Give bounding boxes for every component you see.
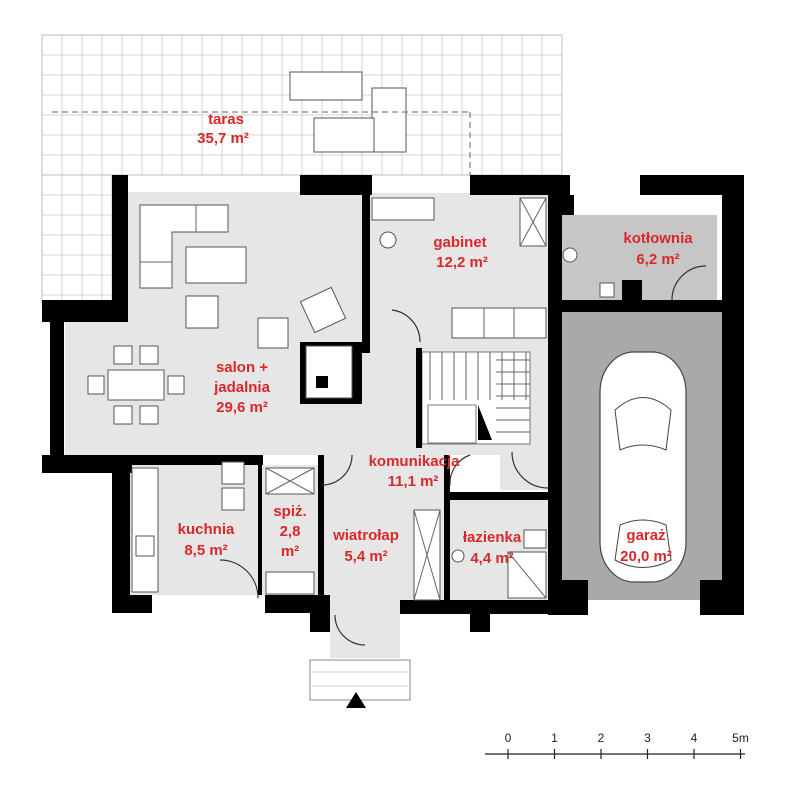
lazienka-name: łazienka [463,529,522,546]
car [599,351,687,583]
office-sofa [451,307,547,339]
terrace [41,34,563,306]
room-labels: taras 35,7 m² gabinet 12,2 m² kotłownia … [178,111,694,567]
taras-name: taras [208,111,244,128]
coffee-table [185,246,247,284]
fireplace [305,345,353,399]
lazienka-area: 4,4 m² [470,550,513,567]
kotlownia-name: kotłownia [623,230,693,247]
armchair [299,286,347,334]
taras-area: 35,7 m² [197,130,249,147]
komunikacja-name: komunikacja [369,453,461,470]
doors [219,265,707,646]
terrace-table [289,71,363,101]
kuchnia-area: 8,5 m² [184,542,227,559]
scale-tick-label: 2 [598,731,605,745]
spizarnia-name: spiż. [273,503,306,520]
entrance-steps [309,659,411,708]
wiatrolap-area: 5,4 m² [344,548,387,565]
scale-tick-label: 3 [644,731,651,745]
terrace-bench [371,87,407,153]
salon-name-1: salon + [216,359,268,376]
kitchen-counter [131,467,159,593]
salon-area: 29,6 m² [216,399,268,416]
kotlownia-area: 6,2 m² [636,251,679,268]
spizarnia-area-1: 2,8 [280,523,301,540]
scale-tick-label: 4 [691,731,698,745]
living-floor [128,192,555,490]
scale-bar: 0 1 2 3 4 5m [485,731,749,759]
scale-tick-label: 5m [732,731,749,745]
furniture [87,197,642,601]
desk [371,197,435,221]
salon-name-2: jadalnia [213,379,271,396]
gabinet-name: gabinet [433,234,486,251]
staircase [421,351,531,445]
armchair [185,295,219,329]
spizarnia-area-2: m² [281,543,299,560]
scale-tick-label: 0 [505,731,512,745]
gabinet-area: 12,2 m² [436,254,488,271]
garaz-name: garaż [626,527,665,544]
kuchnia-name: kuchnia [178,521,235,538]
sofa [139,204,229,289]
garaz-area: 20,0 m² [620,548,672,565]
komunikacja-area: 11,1 m² [388,473,439,490]
terrace-sofa [313,117,375,153]
wiatrolap-name: wiatrołap [332,527,399,544]
armchair [257,317,289,349]
dining-table [107,369,165,401]
scale-tick-label: 1 [551,731,558,745]
entrance-arrow-icon [346,692,366,708]
